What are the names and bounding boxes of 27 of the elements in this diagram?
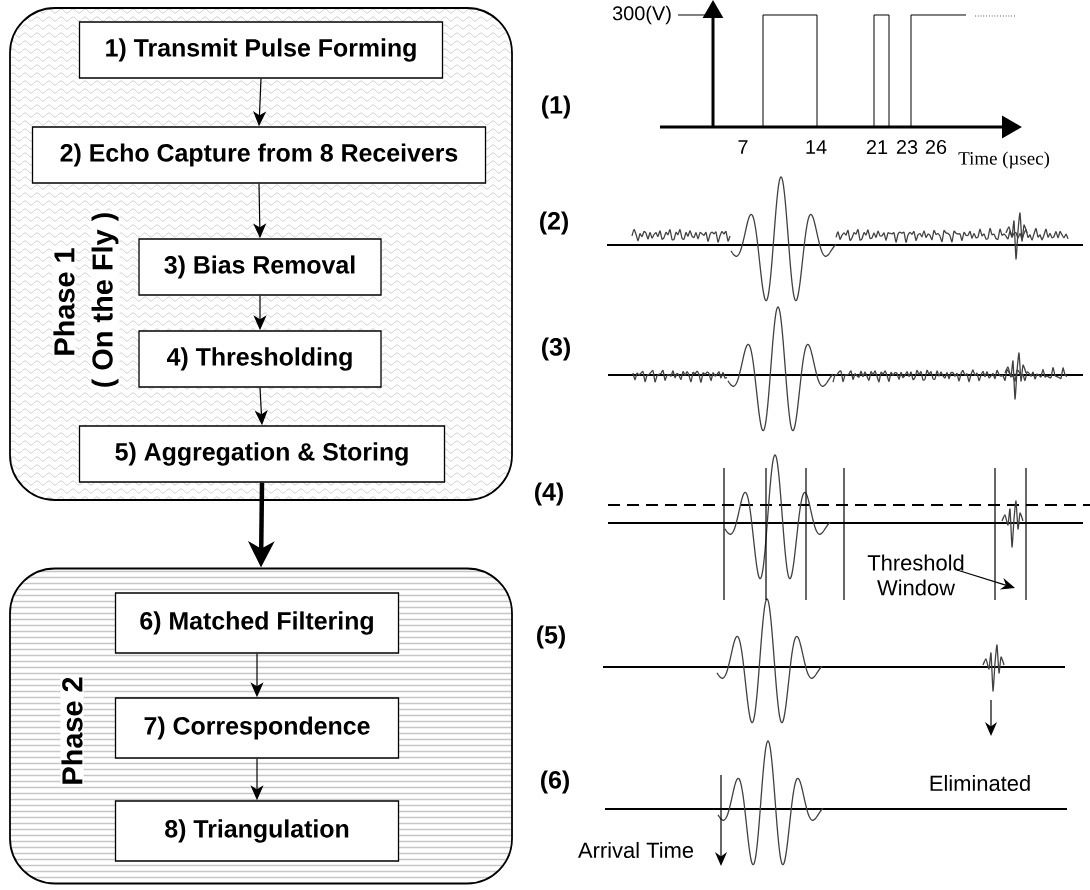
axis-label: 300(V) xyxy=(612,5,671,25)
process-box: 4) Thresholding xyxy=(138,330,382,388)
tick-label: 26 xyxy=(925,139,947,155)
tick-label: 23 xyxy=(896,139,918,155)
process-box: 3) Bias Removal xyxy=(138,238,382,296)
panel-number: (6) xyxy=(541,770,569,794)
panel-number: (4) xyxy=(535,482,563,506)
phase-label: ( On the Fly ) xyxy=(90,210,120,390)
process-box: 2) Echo Capture from 8 Receivers xyxy=(31,126,487,184)
panel-number: (1) xyxy=(542,95,570,119)
axis-label: Time (µsec) xyxy=(958,151,1050,169)
annotation-text: Arrival Time xyxy=(578,841,694,859)
process-box: 7) Correspondence xyxy=(114,697,400,759)
phase-label: Phase 1 xyxy=(52,246,76,358)
process-box: 6) Matched Filtering xyxy=(114,592,400,654)
phase-label: Phase 2 xyxy=(60,675,84,787)
annotation-text: Threshold Window xyxy=(867,554,964,596)
process-box: 5) Aggregation & Storing xyxy=(78,425,446,483)
process-box: 1) Transmit Pulse Forming xyxy=(78,21,444,79)
tick-label: 7 xyxy=(738,140,748,154)
process-box: 8) Triangulation xyxy=(114,800,400,862)
tick-label: 21 xyxy=(866,140,888,154)
tick-label: 14 xyxy=(806,140,827,154)
panel-number: (2) xyxy=(540,211,568,235)
panel-number: (3) xyxy=(542,337,570,361)
panel-number: (5) xyxy=(537,625,565,649)
annotation-text: Eliminated xyxy=(930,774,1030,792)
